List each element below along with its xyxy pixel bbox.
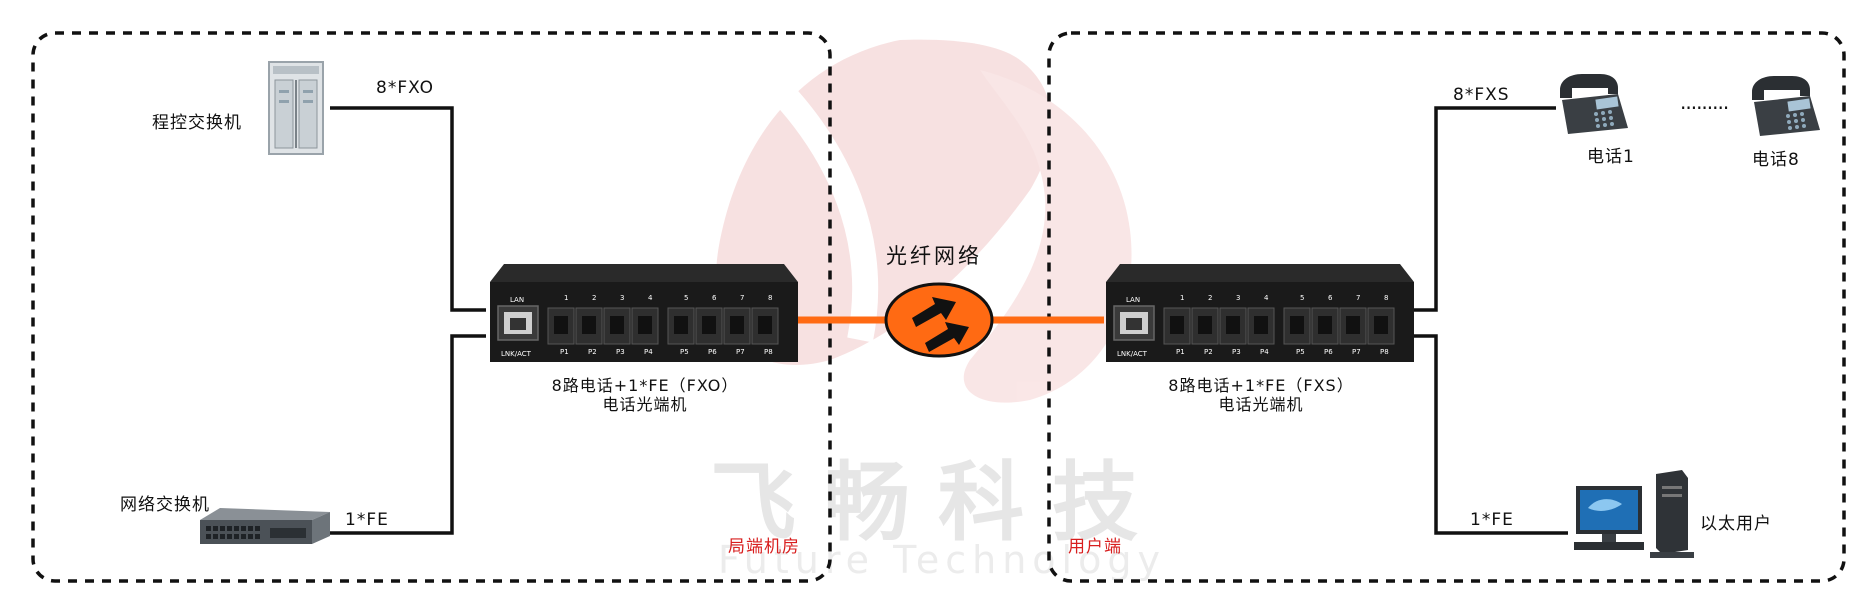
port-number: 5 — [1300, 294, 1305, 302]
phones-ellipsis: ········· — [1680, 96, 1729, 120]
port-number: 2 — [592, 294, 597, 302]
watermark-english: Future Technology — [718, 538, 1166, 582]
port-number: 1 — [1180, 294, 1185, 302]
port-number: 4 — [1264, 294, 1269, 302]
telephone-icon — [1752, 76, 1820, 136]
port-label: P7 — [736, 348, 745, 356]
device-title-line1: 8路电话+1*FE（FXO） — [551, 376, 739, 395]
port-label: P5 — [1296, 348, 1305, 356]
port-label: P5 — [680, 348, 689, 356]
ethernet-user-label: 以太用户 — [1700, 514, 1772, 534]
arrow-icon — [925, 322, 969, 352]
fxo-optical-terminal-device — [490, 264, 798, 362]
port-number: 8 — [1384, 294, 1389, 302]
left-fe-link-label: 1*FE — [345, 510, 389, 530]
fiber-network-cloud — [884, 282, 994, 358]
port-label: P8 — [1380, 348, 1389, 356]
port-label: P4 — [644, 348, 653, 356]
fxs-link-label: 8*FXS — [1453, 85, 1510, 105]
right-fe-link-label: 1*FE — [1470, 510, 1514, 530]
port-number: 5 — [684, 294, 689, 302]
port-number: 4 — [648, 294, 653, 302]
user-side-zone-box — [1047, 31, 1846, 583]
lan-label: LAN — [1126, 296, 1141, 304]
fxs-optical-terminal-device — [1106, 264, 1414, 362]
port-number: 6 — [1328, 294, 1333, 302]
watermark-chinese: 飞畅科技 — [710, 452, 1166, 553]
arrow-icon — [912, 297, 956, 327]
user-side-zone-label: 用户端 — [1068, 537, 1122, 557]
network-switch-label: 网络交换机 — [120, 495, 210, 515]
computer-icon — [1574, 470, 1694, 558]
port-number: 8 — [768, 294, 773, 302]
port-number: 7 — [740, 294, 745, 302]
lan-label: LAN — [510, 296, 525, 304]
port-number: 1 — [564, 294, 569, 302]
port-label: P3 — [616, 348, 625, 356]
fxs-link-line — [1412, 106, 1556, 312]
port-label: P2 — [588, 348, 597, 356]
port-label: P7 — [1352, 348, 1361, 356]
port-label: P8 — [764, 348, 773, 356]
fiber-network-label: 光纤网络 — [886, 244, 982, 268]
fxs-device-title: 8路电话+1*FE（FXS） 电话光端机 — [1106, 376, 1416, 414]
port-number: 3 — [1236, 294, 1241, 302]
right-fe-link-line — [1412, 334, 1568, 535]
network-switch-icon — [200, 508, 330, 544]
port-number: 6 — [712, 294, 717, 302]
telephone-icon — [1560, 74, 1628, 134]
device-title-line2: 电话光端机 — [602, 395, 688, 414]
port-number: 7 — [1356, 294, 1361, 302]
pbx-label: 程控交换机 — [152, 113, 242, 133]
device-title-line1: 8路电话+1*FE（FXS） — [1168, 376, 1354, 395]
port-label: P3 — [1232, 348, 1241, 356]
port-label: P2 — [1204, 348, 1213, 356]
port-number: 2 — [1208, 294, 1213, 302]
port-label: P6 — [708, 348, 717, 356]
left-fe-link-line — [330, 334, 486, 535]
fxo-device-title: 8路电话+1*FE（FXO） 电话光端机 — [490, 376, 800, 414]
fxo-link-line — [330, 106, 486, 312]
port-label: P1 — [1176, 348, 1185, 356]
port-label: P4 — [1260, 348, 1269, 356]
lnk-act-label: LNK/ACT — [1117, 350, 1147, 358]
port-label: P6 — [1324, 348, 1333, 356]
phone1-label: 电话1 — [1587, 147, 1635, 167]
port-number: 3 — [620, 294, 625, 302]
central-office-zone-box — [31, 31, 832, 583]
central-office-zone-label: 局端机房 — [728, 537, 800, 557]
port-label: P1 — [560, 348, 569, 356]
phone8-label: 电话8 — [1752, 150, 1800, 170]
device-title-line2: 电话光端机 — [1218, 395, 1304, 414]
pbx-cabinet-icon — [268, 61, 324, 155]
fxo-link-label: 8*FXO — [376, 78, 435, 98]
lnk-act-label: LNK/ACT — [501, 350, 531, 358]
